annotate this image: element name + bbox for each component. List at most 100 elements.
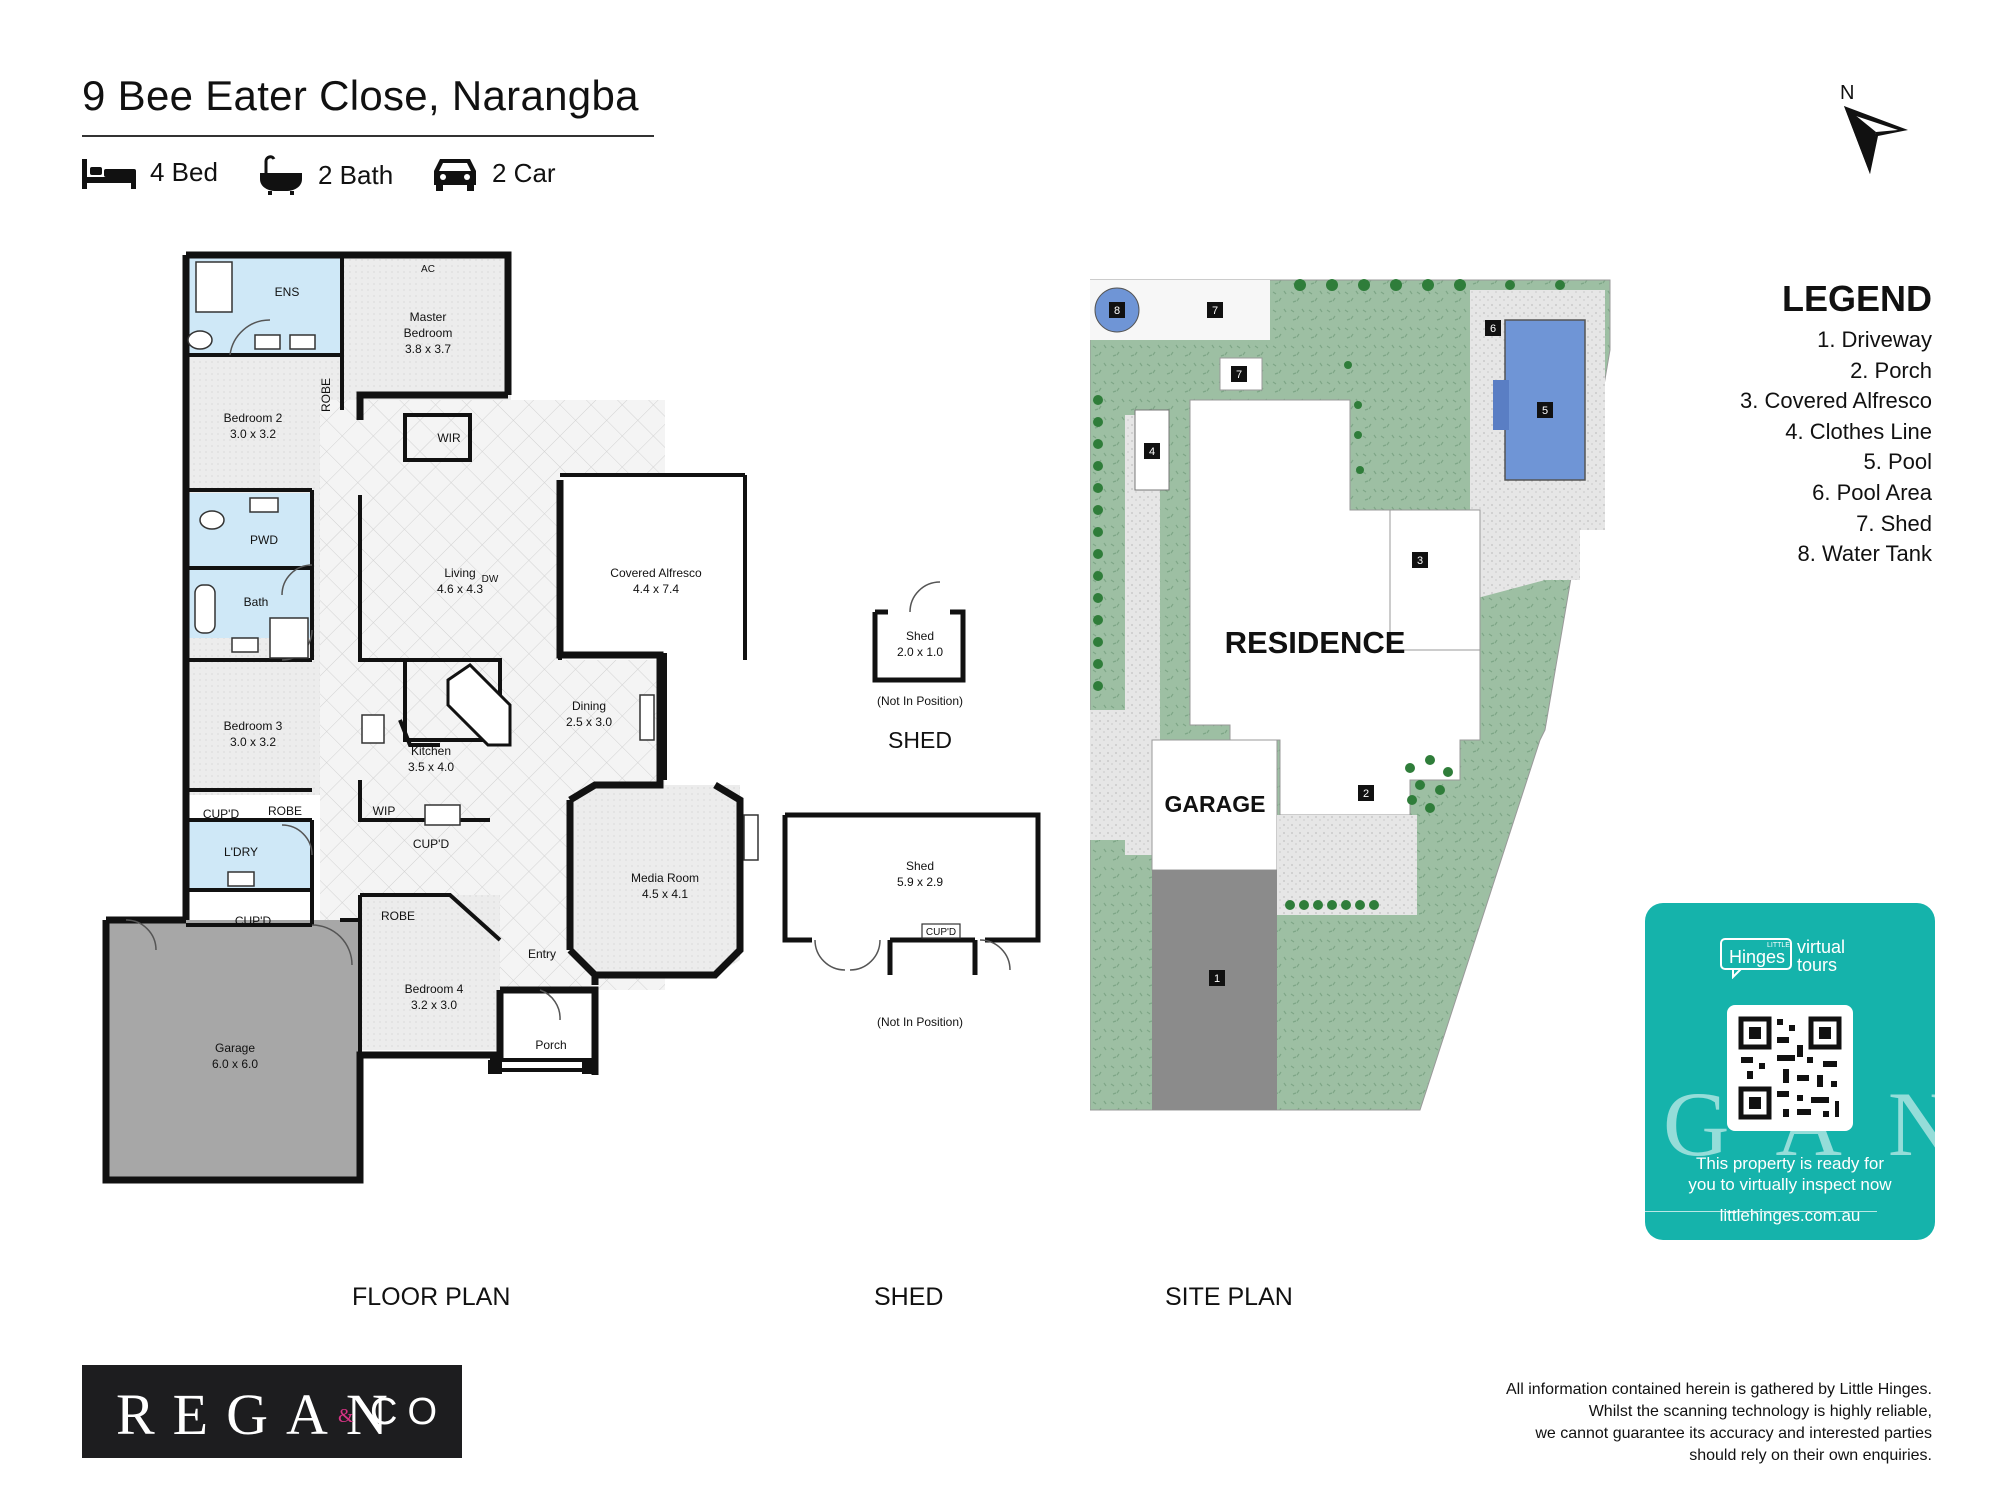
room-garage-cupd: CUP'D: [235, 914, 272, 928]
room-media: Media Room: [631, 871, 699, 885]
room-entry: Entry: [528, 947, 556, 961]
qr-code[interactable]: [1727, 1005, 1853, 1131]
site-marker-3: 3: [1417, 555, 1423, 567]
site-marker-8: 8: [1114, 305, 1120, 317]
room-master-dim: 3.8 x 3.7: [405, 342, 451, 356]
shed-small-name: Shed: [906, 629, 934, 643]
shed-large-note: (Not In Position): [877, 1015, 963, 1029]
feature-bed-label: 4 Bed: [150, 156, 218, 187]
room-robe-3: ROBE: [381, 909, 415, 923]
shed-plan: Shed 2.0 x 1.0 (Not In Position) SHED Sh…: [782, 581, 1041, 1029]
feature-car-label: 2 Car: [492, 157, 556, 188]
feature-car: 2 Car: [432, 155, 556, 191]
feature-bath-label: 2 Bath: [318, 159, 394, 190]
room-bedroom-2-dim: 3.0 x 3.2: [230, 427, 276, 441]
bed-icon: [82, 159, 136, 189]
shed-small-note: (Not In Position): [877, 694, 963, 708]
room-bedroom-2: Bedroom 2: [224, 411, 283, 425]
room-master: Master: [410, 310, 447, 324]
legend-title: LEGEND: [1781, 278, 1932, 319]
tour-url-link[interactable]: littlehinges.com.au: [1719, 1206, 1861, 1225]
legend-item: 6. Pool Area: [1812, 479, 1932, 505]
floor-plan: ENS Master Bedroom 3.8 x 3.7 Bedroom 2 3…: [102, 251, 759, 1184]
shed-small-dim: 2.0 x 1.0: [897, 645, 943, 659]
room-bedroom-4-dim: 3.2 x 3.0: [411, 998, 457, 1012]
site-plan: RESIDENCE GARAGE 1 2 3 4 5 6 7 7 8: [1090, 279, 1611, 1111]
dw-label: DW: [482, 574, 499, 585]
room-robe: ROBE: [319, 378, 333, 412]
legend-item: 1. Driveway: [1817, 327, 1932, 352]
north-compass: N: [1830, 82, 1920, 197]
room-bedroom-3-dim: 3.0 x 3.2: [230, 735, 276, 749]
room-porch: Porch: [535, 1038, 566, 1052]
site-marker-5: 5: [1542, 405, 1548, 417]
legend-item: 5. Pool: [1863, 449, 1933, 475]
room-wir: WIR: [437, 431, 461, 445]
brand-tours: tours: [1797, 955, 1837, 975]
disclaimer-line: All information contained herein is gath…: [1505, 1381, 1932, 1398]
shed-section-label: SHED: [888, 727, 952, 753]
room-cupd: CUP'D: [203, 807, 240, 821]
room-covered-alfresco-dim: 4.4 x 7.4: [633, 582, 679, 596]
agency-ampersand: &: [338, 1405, 354, 1427]
room-ens: ENS: [275, 285, 300, 299]
brand-small: LITTLE: [1767, 942, 1790, 949]
site-marker-7b: 7: [1212, 305, 1218, 317]
tour-divider: [1645, 1211, 1877, 1212]
legend-item: 2. Porch: [1850, 357, 1932, 383]
room-wip: WIP: [373, 804, 396, 818]
feature-bath: 2 Bath: [258, 155, 393, 195]
room-master-line2: Bedroom: [404, 326, 453, 340]
disclaimer-line: should rely on their own enquiries.: [1689, 1447, 1932, 1464]
room-laundry: L'DRY: [224, 845, 258, 859]
room-dining: Dining: [572, 699, 606, 713]
qr-code-icon: [1738, 1016, 1842, 1120]
north-label: N: [1840, 82, 1855, 104]
title-divider: [82, 135, 654, 137]
room-garage: Garage: [215, 1041, 255, 1055]
legend-item: 4. Clothes Line: [1785, 418, 1932, 444]
bath-icon: [260, 155, 302, 195]
tour-message-line1: This property is ready for: [1695, 1154, 1884, 1173]
ac-label-master: AC: [421, 264, 435, 275]
virtual-tour-card[interactable]: GAN LITTLE Hinges virtual tours: [1645, 903, 1935, 1240]
disclaimer-line: we cannot guarantee its accuracy and int…: [1535, 1425, 1932, 1442]
disclaimer: All information contained herein is gath…: [1372, 1379, 1932, 1467]
room-bath: Bath: [244, 595, 269, 609]
agency-co: CO: [370, 1391, 447, 1433]
brand-virtual: virtual: [1797, 937, 1845, 957]
room-living: Living: [444, 566, 475, 580]
legend-item: 3. Covered Alfresco: [1740, 388, 1932, 414]
legend-item: 7. Shed: [1856, 510, 1932, 536]
room-media-dim: 4.5 x 4.1: [642, 887, 688, 901]
legend-list: 1. Driveway 2. Porch 3. Covered Alfresco…: [1740, 325, 1932, 570]
floor-plan-caption: FLOOR PLAN: [352, 1283, 511, 1311]
agency-name: REGAN: [116, 1382, 406, 1447]
site-marker-6: 6: [1490, 323, 1496, 335]
site-plan-caption: SITE PLAN: [1165, 1283, 1293, 1311]
shed-caption: SHED: [874, 1283, 944, 1311]
room-bedroom-4: Bedroom 4: [405, 982, 464, 996]
room-kitchen: Kitchen: [411, 744, 451, 758]
car-icon: [434, 159, 476, 191]
north-arrow-icon: [1844, 106, 1908, 174]
shed-large-cupd: CUP'D: [926, 927, 956, 938]
room-bedroom-3: Bedroom 3: [224, 719, 283, 733]
room-garage-dim: 6.0 x 6.0: [212, 1057, 258, 1071]
site-marker-2: 2: [1363, 788, 1369, 800]
tour-message: This property is ready for you to virtua…: [1645, 1153, 1935, 1195]
page-title: 9 Bee Eater Close, Narangba: [82, 72, 639, 119]
feature-bed: 4 Bed: [82, 155, 218, 189]
room-pwd: PWD: [250, 533, 278, 547]
site-residence-label: RESIDENCE: [1225, 625, 1406, 660]
room-kitchen-cupd: CUP'D: [413, 837, 450, 851]
site-marker-7a: 7: [1236, 369, 1242, 381]
site-marker-1: 1: [1214, 973, 1220, 985]
room-dining-dim: 2.5 x 3.0: [566, 715, 612, 729]
room-covered-alfresco: Covered Alfresco: [610, 566, 702, 580]
little-hinges-logo: LITTLE Hinges virtual tours: [1720, 937, 1845, 979]
site-garage-label: GARAGE: [1165, 791, 1266, 817]
disclaimer-line: Whilst the scanning technology is highly…: [1588, 1403, 1932, 1420]
tour-message-line2: you to virtually inspect now: [1688, 1175, 1892, 1194]
room-kitchen-dim: 3.5 x 4.0: [408, 760, 454, 774]
